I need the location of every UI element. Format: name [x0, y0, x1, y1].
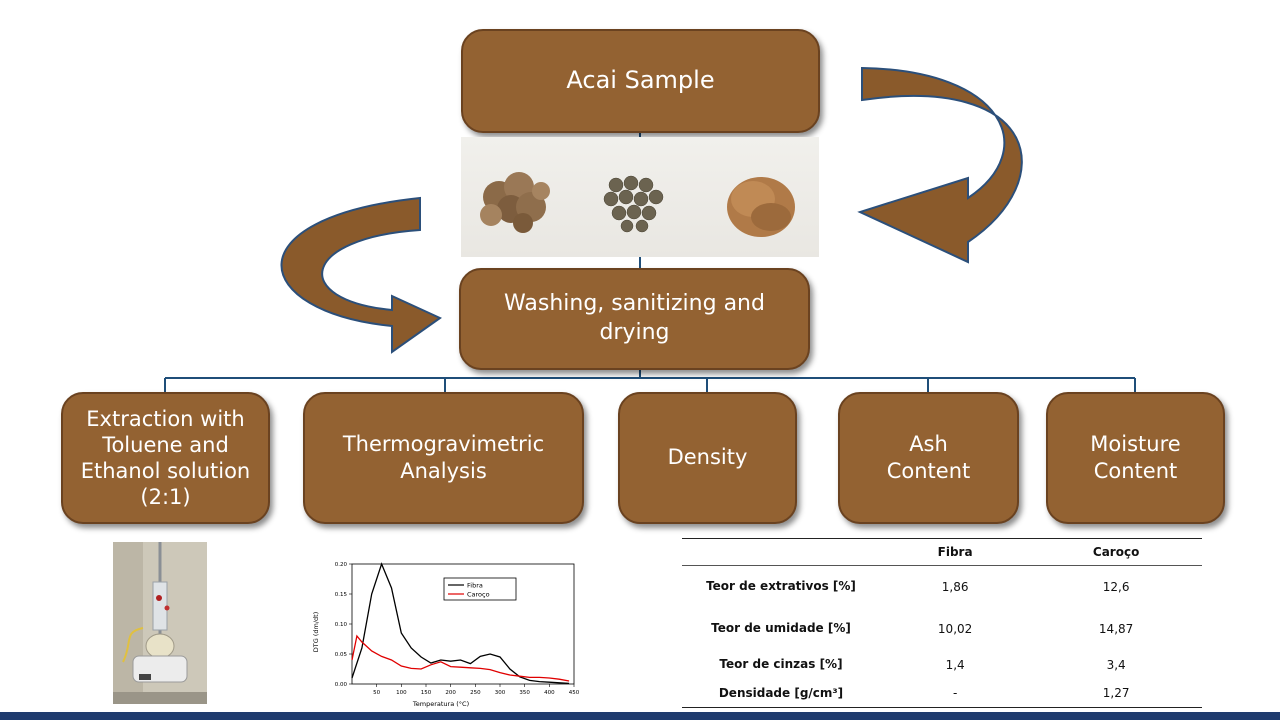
footer-bar [0, 712, 1280, 720]
legend-label-fibra: Fibra [467, 582, 483, 590]
y-tick-label: 0.00 [335, 682, 348, 688]
ash-content-label: Ash Content [886, 431, 971, 483]
x-tick-label: 200 [445, 690, 456, 696]
moisture-content-label: Moisture Content [1090, 431, 1181, 483]
cell-caroco: 3,4 [1106, 657, 1126, 672]
y-tick-label: 0.20 [335, 562, 348, 568]
x-tick-label: 100 [396, 690, 407, 696]
cell-caroco: 1,27 [1030, 679, 1202, 708]
table-header-fibra: Fibra [880, 538, 1031, 566]
table-header-row: Fibra Caroço [682, 538, 1202, 566]
x-tick-label: 50 [373, 690, 380, 696]
cell-caroco: 12,6 [1102, 579, 1130, 594]
y-tick-label: 0.05 [335, 652, 348, 658]
thermogravimetric-box: Thermogravimetric Analysis [303, 392, 584, 524]
y-axis-label: DTG (dm/dt) [312, 612, 320, 652]
table-row: Teor de extrativos [%] 1,86 12,6 [682, 566, 1202, 608]
row-label: Teor de umidade [%] [711, 621, 851, 635]
table-header-caroco: Caroço [1030, 538, 1202, 566]
x-tick-label: 300 [495, 690, 506, 696]
x-tick-label: 450 [569, 690, 580, 696]
y-tick-label: 0.15 [335, 592, 348, 598]
acai-sample-label: Acai Sample [566, 66, 715, 95]
row-label: Densidade [g/cm³] [682, 679, 880, 708]
acai-sample-box: Acai Sample [461, 29, 820, 133]
washing-label: Washing, sanitizing and drying [504, 291, 765, 345]
thermogravimetric-label: Thermogravimetric Analysis [342, 431, 545, 483]
cell-fibra: 1,4 [945, 657, 965, 672]
table-row: Densidade [g/cm³] - 1,27 [682, 679, 1202, 708]
soxhlet-illustration [113, 542, 207, 704]
cell-fibra: - [880, 679, 1031, 708]
x-tick-label: 150 [421, 690, 432, 696]
table-header-blank [682, 538, 880, 566]
results-table: Fibra Caroço Teor de extrativos [%] 1,86… [682, 538, 1202, 708]
table-row: Teor de cinzas [%] 1,4 3,4 [682, 650, 1202, 680]
ash-content-box: Ash Content [838, 392, 1019, 524]
right-curved-arrow [857, 66, 1023, 264]
x-tick-label: 250 [470, 690, 481, 696]
washing-box: Washing, sanitizing and drying [459, 268, 810, 370]
extraction-box: Extraction with Toluene and Ethanol solu… [61, 392, 270, 524]
left-curved-arrow [280, 196, 442, 354]
acai-sample-photo [461, 137, 819, 257]
acai-samples-illustration [480, 172, 795, 237]
row-label: Teor de extrativos [%] [706, 579, 856, 594]
density-box: Density [618, 392, 797, 524]
extraction-label: Extraction with Toluene and Ethanol solu… [80, 406, 251, 510]
x-tick-label: 400 [544, 690, 555, 696]
soxhlet-apparatus-photo [113, 542, 207, 704]
dtg-chart-svg: 50 100 150 200 250 300 350 400 450 0.00 0.05 0.10 0… [308, 556, 586, 708]
legend-label-caroco: Caroço [467, 591, 490, 599]
cell-caroco: 14,87 [1098, 621, 1134, 636]
table-row: Teor de umidade [%] 10,02 14,87 [682, 608, 1202, 650]
cell-fibra: 1,86 [941, 579, 969, 594]
density-label: Density [667, 445, 748, 470]
cell-fibra: 10,02 [937, 621, 973, 636]
y-tick-label: 0.10 [335, 622, 348, 628]
x-tick-label: 350 [519, 690, 530, 696]
dtg-chart: 50 100 150 200 250 300 350 400 450 0.00 0.05 0.10 0… [308, 556, 586, 708]
series-line-caroo [351, 634, 570, 682]
series-line-fibra [351, 562, 570, 685]
x-axis-label: Temperatura (°C) [412, 700, 469, 708]
moisture-content-box: Moisture Content [1046, 392, 1225, 524]
row-label: Teor de cinzas [%] [719, 657, 843, 671]
